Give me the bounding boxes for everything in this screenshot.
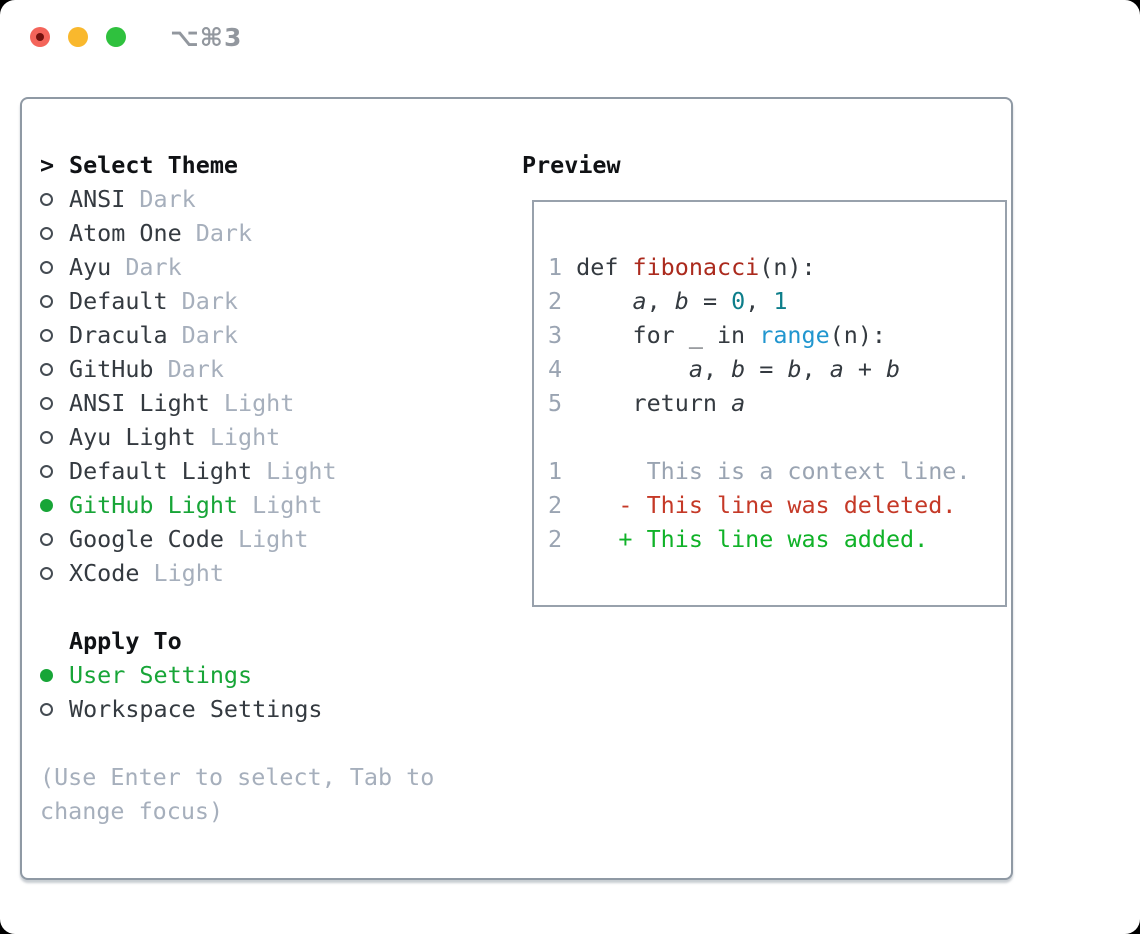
theme-variant-tag: Light xyxy=(252,491,323,519)
radio-unselected-icon xyxy=(40,464,53,478)
theme-option-0[interactable]: ANSI Dark xyxy=(40,182,502,216)
theme-variant-tag: Dark xyxy=(181,287,238,315)
theme-variant-tag: Light xyxy=(237,525,309,553)
radio-unselected-icon xyxy=(40,702,53,716)
preview-title: Preview xyxy=(522,151,621,179)
option-label: GitHub xyxy=(69,355,154,383)
option-label: ANSI xyxy=(69,185,126,213)
code-line: 1 This is a context line. xyxy=(548,454,1005,488)
line-number: 2 xyxy=(548,525,563,553)
radio-unselected-icon xyxy=(40,294,53,308)
window-title-shortcut: ⌥⌘3 xyxy=(170,22,243,52)
theme-variant-tag: Dark xyxy=(195,219,253,247)
apply-option-1[interactable]: Workspace Settings xyxy=(40,692,502,726)
apply-to-label: Apply To xyxy=(69,627,182,655)
close-button[interactable] xyxy=(30,27,50,47)
minimize-button[interactable] xyxy=(68,27,88,47)
radio-selected-icon xyxy=(40,498,53,512)
code-line: 2 + This line was added. xyxy=(548,522,1005,556)
theme-option-8[interactable]: Default Light Light xyxy=(40,454,502,488)
code-line: 4 a, b = b, a + b xyxy=(548,352,1005,386)
spacer xyxy=(548,420,1005,454)
theme-option-10[interactable]: Google Code Light xyxy=(40,522,502,556)
radio-unselected-icon xyxy=(40,226,53,240)
line-number: 1 xyxy=(548,253,563,281)
radio-unselected-icon xyxy=(40,396,53,410)
theme-option-5[interactable]: GitHub Dark xyxy=(40,352,502,386)
line-number: 1 xyxy=(548,457,563,485)
option-label: Ayu Light xyxy=(69,423,196,451)
theme-option-2[interactable]: Ayu Dark xyxy=(40,250,502,284)
theme-variant-tag: Dark xyxy=(139,185,196,213)
line-number: 2 xyxy=(548,491,563,519)
line-number: 4 xyxy=(548,355,563,383)
diff-preview: 1 This is a context line.2 - This line w… xyxy=(548,454,1005,556)
option-label: Ayu xyxy=(69,253,112,281)
line-number: 5 xyxy=(548,389,563,417)
radio-unselected-icon xyxy=(40,192,53,206)
option-label: ANSI Light xyxy=(69,389,210,417)
line-number: 2 xyxy=(548,287,563,315)
theme-variant-tag: Dark xyxy=(167,355,224,383)
code-line: 2 a, b = 0, 1 xyxy=(548,284,1005,318)
cursor-icon: > xyxy=(40,151,55,179)
theme-option-3[interactable]: Default Dark xyxy=(40,284,502,318)
option-label: Default Light xyxy=(69,457,253,485)
theme-variant-tag: Light xyxy=(209,423,281,451)
spacer xyxy=(40,726,502,760)
code-line: 5 return a xyxy=(548,386,1005,420)
theme-variant-tag: Light xyxy=(266,457,337,485)
theme-variant-tag: Light xyxy=(223,389,295,417)
option-label: Default xyxy=(69,287,168,315)
option-label: Google Code xyxy=(69,525,224,553)
theme-option-1[interactable]: Atom One Dark xyxy=(40,216,502,250)
radio-unselected-icon xyxy=(40,430,53,444)
select-theme-label: Select Theme xyxy=(69,151,238,179)
radio-unselected-icon xyxy=(40,260,53,274)
line-number: 3 xyxy=(548,321,563,349)
theme-option-7[interactable]: Ayu Light Light xyxy=(40,420,502,454)
keyboard-hint: (Use Enter to select, Tab to change focu… xyxy=(40,763,435,825)
option-label: User Settings xyxy=(69,661,253,689)
zoom-button[interactable] xyxy=(106,27,126,47)
apply-to-header: Apply To xyxy=(40,624,502,658)
theme-variant-tag: Light xyxy=(153,559,224,587)
radio-unselected-icon xyxy=(40,566,53,580)
theme-option-4[interactable]: Dracula Dark xyxy=(40,318,502,352)
theme-option-9[interactable]: GitHub Light Light xyxy=(40,488,502,522)
radio-selected-icon xyxy=(40,668,53,682)
code-line: 3 for _ in range(n): xyxy=(548,318,1005,352)
theme-variant-tag: Dark xyxy=(125,253,182,281)
theme-option-11[interactable]: XCode Light xyxy=(40,556,502,590)
radio-unselected-icon xyxy=(40,328,53,342)
select-theme-header: > Select Theme xyxy=(40,148,502,182)
radio-unselected-icon xyxy=(40,532,53,546)
title-bar: ⌥⌘3 xyxy=(30,23,242,52)
option-label: Workspace Settings xyxy=(69,695,323,723)
option-label: XCode xyxy=(69,559,140,587)
radio-unselected-icon xyxy=(40,362,53,376)
apply-option-0[interactable]: User Settings xyxy=(40,658,502,692)
theme-variant-tag: Dark xyxy=(181,321,238,349)
option-label: Atom One xyxy=(69,219,182,247)
theme-option-6[interactable]: ANSI Light Light xyxy=(40,386,502,420)
option-label: GitHub Light xyxy=(69,491,238,519)
option-label: Dracula xyxy=(69,321,168,349)
spacer xyxy=(40,590,502,624)
code-line: 2 - This line was deleted. xyxy=(548,488,1005,522)
unsaved-dot-icon xyxy=(36,33,44,41)
